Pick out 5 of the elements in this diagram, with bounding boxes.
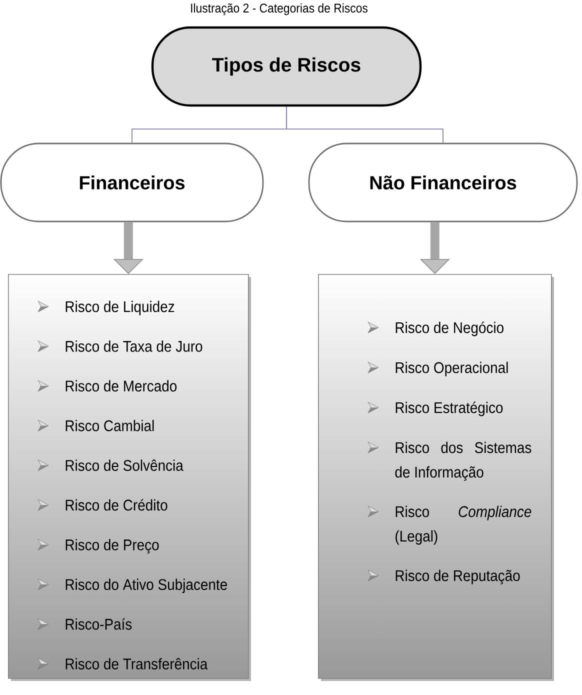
heading-box: Tipos de Riscos [151, 26, 422, 107]
connector-line [286, 106, 444, 144]
figure-title: Ilustração 2 - Categorias de Riscos [191, 3, 368, 16]
category-box: Não Financeiros [308, 142, 578, 222]
category-box: Financeiros [0, 142, 264, 222]
